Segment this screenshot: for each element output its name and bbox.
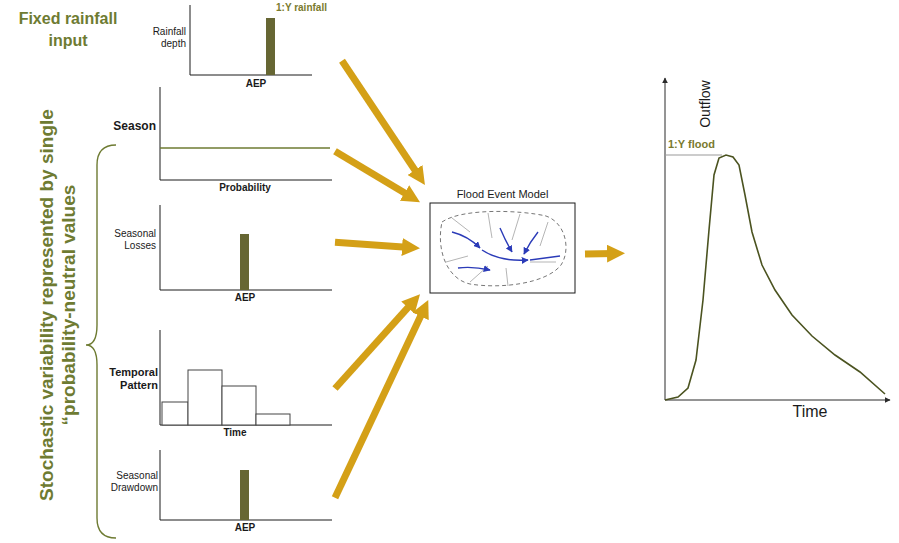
losses-chart <box>160 205 332 290</box>
flow-arrow <box>335 302 413 389</box>
axis-label: AEP <box>225 292 265 304</box>
axis-label: Rainfall depth <box>138 26 186 49</box>
flow-arrow <box>335 242 410 247</box>
axis-label: Seasonal Losses <box>104 228 156 251</box>
axis-label: Seasonal Drawdown <box>104 470 158 493</box>
season-chart-node: SeasonProbability <box>104 85 335 196</box>
axis-label: Outflow <box>697 71 713 137</box>
rainfall-chart <box>190 5 312 75</box>
catchment-model <box>430 203 575 293</box>
curly-brace <box>86 145 116 538</box>
flow-arrow <box>585 250 615 258</box>
temporal-pattern-chart <box>160 330 332 425</box>
season-chart <box>160 87 332 180</box>
temporal-chart-node: Temporal PatternTime <box>102 325 335 441</box>
bar-label: 1:Y rainfall <box>276 2 340 14</box>
input-heading: Fixed rainfall input <box>8 8 128 52</box>
axis-label: AEP <box>236 78 276 90</box>
axis-label: Time <box>215 427 255 439</box>
axis-label: Time <box>780 403 840 421</box>
axis-label: Season <box>106 120 156 134</box>
model-heading: Flood Event Model <box>425 188 580 201</box>
peak-label: 1:Y flood <box>668 138 728 151</box>
stochastic-heading: Stochastic variability represented by si… <box>36 90 80 520</box>
axis-label: Temporal Pattern <box>104 366 158 391</box>
drawdown-chart <box>160 450 332 520</box>
flow-arrow <box>335 309 424 498</box>
flood-model-node: Flood Event Model <box>420 185 585 300</box>
drawdown-chart-node: Seasonal DrawdownAEP <box>102 445 335 541</box>
rainfall-chart-node: 1:Y rainfallRainfall depthAEP <box>135 0 342 92</box>
axis-label: AEP <box>225 522 265 534</box>
axis-label: Probability <box>200 182 290 194</box>
losses-chart-node: Seasonal LossesAEP <box>102 200 335 306</box>
flow-arrow <box>335 151 411 197</box>
outflow-chart-node: 1:Y floodOutflowTime <box>625 69 897 423</box>
